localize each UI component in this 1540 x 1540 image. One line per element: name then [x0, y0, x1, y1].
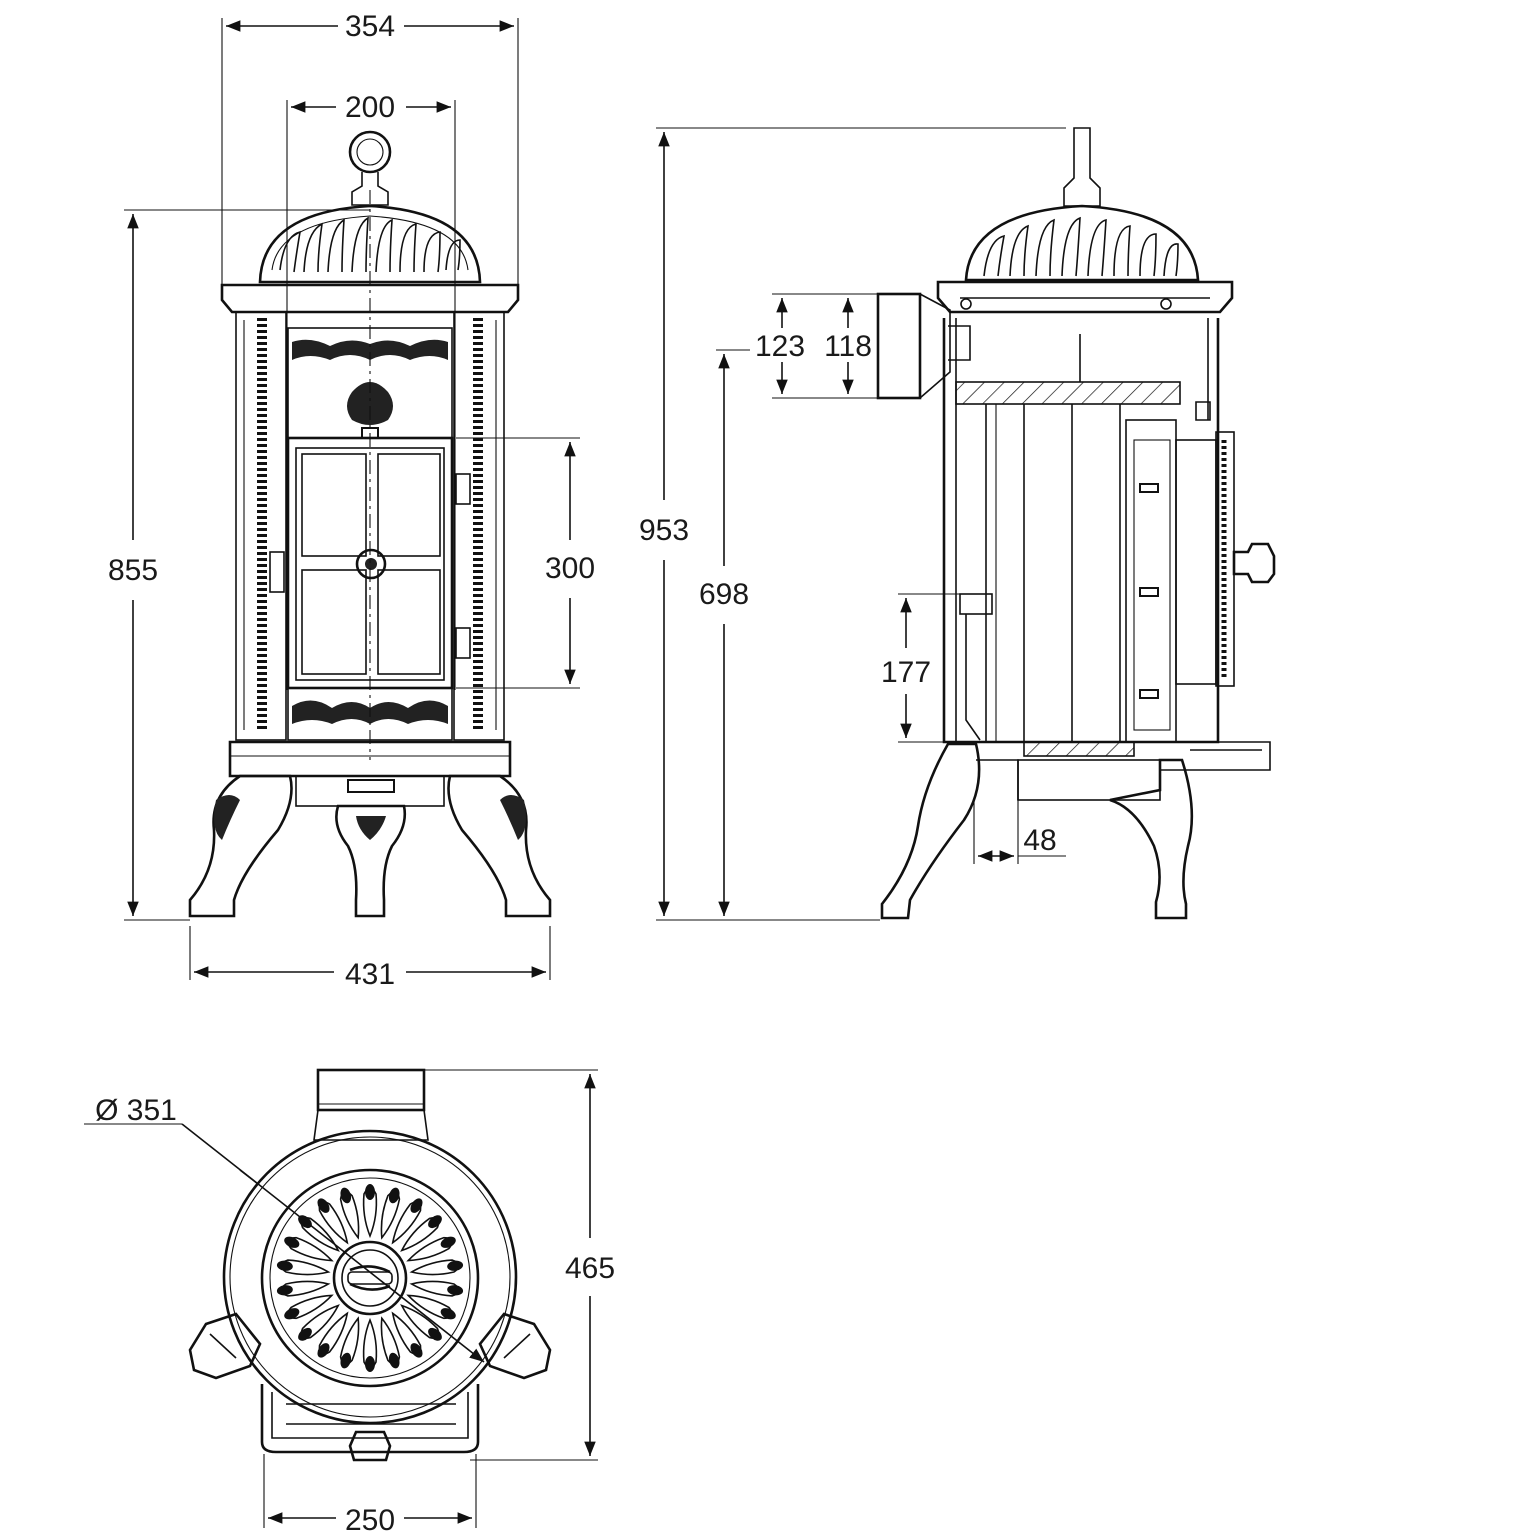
dome [258, 204, 482, 284]
rosette-petal [391, 1311, 423, 1358]
side-top-vent [1063, 127, 1101, 207]
side-front-leg [1109, 758, 1194, 920]
top-view: Ø 351 465 250 [84, 1068, 615, 1537]
rosette-petal [339, 1316, 360, 1369]
rosette-petal [406, 1236, 456, 1262]
dim-front-width-door: 200 [345, 91, 395, 124]
top-foot-left [188, 1312, 262, 1380]
right-side-column [453, 311, 505, 741]
baffle-plate [955, 381, 1181, 405]
front-left-leg [188, 774, 293, 918]
rosette-petal [409, 1259, 464, 1276]
side-rear-leg [880, 742, 981, 920]
side-door-handle [1232, 542, 1276, 584]
dim-top-depth: 465 [565, 1252, 615, 1285]
rear-flue-outlet [876, 292, 922, 400]
rosette-petal [339, 1187, 360, 1240]
rosette-petals [276, 1184, 464, 1372]
rosette-petal [400, 1215, 442, 1252]
front-base [228, 740, 512, 778]
rosette-petal [284, 1294, 334, 1320]
door-handle-rosette [355, 548, 387, 580]
dim-side-total-height: 953 [639, 514, 689, 547]
door-glass-pane [301, 453, 367, 557]
dim-side-flue-inner: 118 [824, 330, 872, 363]
door-glass-pane [301, 569, 367, 675]
dim-side-flue-outer: 123 [755, 330, 805, 363]
top-knob [348, 130, 392, 174]
rosette-petal [362, 1184, 378, 1239]
top-handle [348, 1430, 392, 1462]
rosette-petal [400, 1304, 442, 1341]
rosette-petal [380, 1316, 401, 1369]
rosette-petal [391, 1198, 423, 1245]
side-door-glass [1175, 439, 1217, 685]
dim-top-flue-width: 250 [345, 1504, 395, 1537]
dome-flutes [279, 216, 461, 273]
front-view: 354 200 855 300 431 [108, 10, 595, 991]
top-outer-plate [222, 1129, 518, 1425]
dim-front-height: 855 [108, 554, 158, 587]
door-glass-pane [377, 453, 441, 557]
rosette-petal [362, 1317, 378, 1372]
rosette-petal [276, 1280, 331, 1297]
dim-side-ashpan-height: 177 [881, 656, 931, 689]
dim-front-width-top: 354 [345, 10, 395, 43]
rosette-petal [284, 1236, 334, 1262]
side-view: 953 698 123 118 177 48 [639, 127, 1276, 921]
rosette-petal [409, 1280, 464, 1297]
left-side-column [235, 311, 287, 741]
top-rosette [260, 1168, 480, 1388]
front-center-leg [335, 804, 407, 918]
rosette-petal [317, 1198, 349, 1245]
rosette-petal [276, 1259, 331, 1276]
rosette-petal [406, 1294, 456, 1320]
door-glass-pane [377, 569, 441, 675]
rosette-petal [380, 1187, 401, 1240]
dim-side-offset: 48 [1023, 824, 1056, 857]
top-foot-right [478, 1312, 552, 1380]
dim-front-door-height: 300 [545, 552, 595, 585]
top-flue-outlet [316, 1068, 426, 1112]
side-cornice [936, 280, 1234, 314]
front-right-leg [447, 774, 552, 918]
dim-side-flue-height: 698 [699, 578, 749, 611]
air-control [959, 593, 993, 615]
dim-front-base-width: 431 [345, 958, 395, 991]
top-front-plate [260, 1384, 480, 1454]
dim-top-diameter: Ø 351 [95, 1094, 177, 1127]
side-dome [964, 204, 1200, 282]
rosette-petal [317, 1311, 349, 1358]
rosette-petal [298, 1304, 340, 1341]
grate [1023, 741, 1135, 757]
